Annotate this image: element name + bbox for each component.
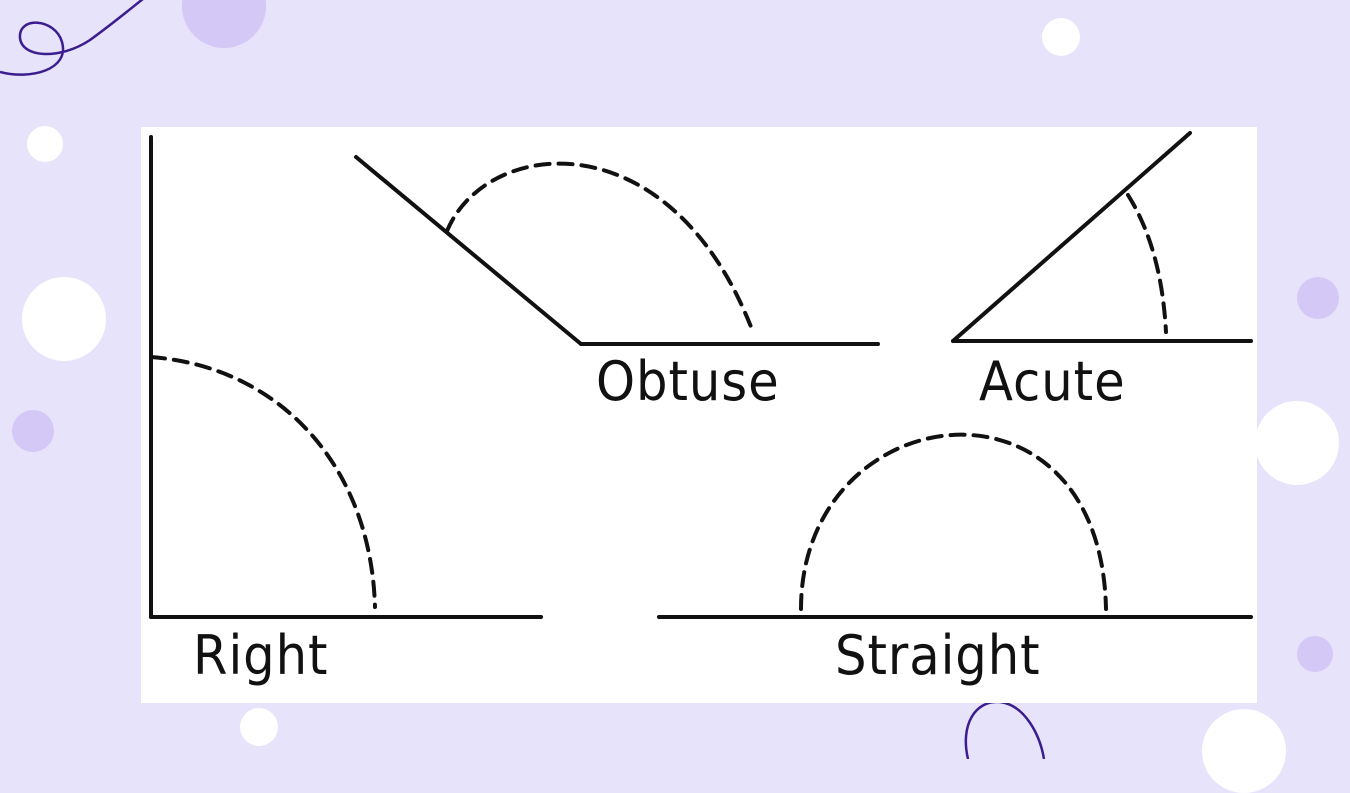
decor-circle — [22, 277, 106, 361]
acute-ray-slanted — [951, 131, 1192, 343]
decor-circle — [1297, 277, 1339, 319]
label-right: Right — [193, 624, 329, 687]
obtuse-angle — [354, 155, 880, 346]
decor-circle — [12, 410, 54, 452]
label-straight: Straight — [835, 624, 1041, 687]
decor-circle — [1042, 18, 1080, 56]
decor-circle — [1255, 401, 1339, 485]
label-obtuse: Obtuse — [596, 350, 780, 413]
acute-arc — [1126, 193, 1168, 334]
decor-circle — [240, 708, 278, 746]
decor-circle — [1297, 636, 1333, 672]
diagram-panel: Obtuse Acute Right Straight — [141, 127, 1257, 703]
straight-angle — [657, 432, 1253, 619]
swirl-bottom — [964, 700, 1046, 759]
right-angle — [149, 135, 543, 619]
obtuse-ray-slanted — [354, 155, 583, 346]
decor-circle — [27, 126, 63, 162]
acute-angle — [951, 131, 1253, 343]
swirl-top-left — [0, 0, 144, 76]
straight-arc — [799, 432, 1108, 611]
obtuse-arc — [445, 161, 755, 334]
label-acute: Acute — [979, 350, 1126, 413]
right-arc — [149, 355, 377, 609]
angles-diagram — [149, 131, 1253, 619]
